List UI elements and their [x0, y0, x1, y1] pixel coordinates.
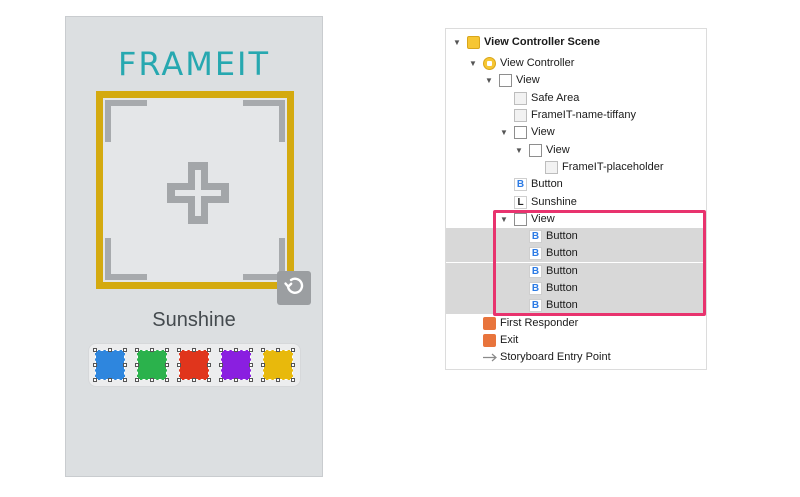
color-swatch-blue[interactable]	[93, 348, 127, 382]
arrow-right-icon	[482, 349, 498, 372]
outline-row-entry-point[interactable]: Storyboard Entry Point	[446, 349, 706, 366]
outline-row-button[interactable]: B Button	[446, 245, 706, 262]
outline-row-label: View	[531, 126, 555, 138]
outline-row-label: Button	[531, 178, 563, 190]
frame-corner-br-v	[279, 238, 285, 280]
frame-corner-tl	[105, 100, 147, 106]
outline-row-button[interactable]: B Button	[446, 228, 706, 245]
frame-name-label: Sunshine	[152, 309, 236, 331]
color-swatch-red[interactable]	[177, 348, 211, 382]
exit-icon	[483, 334, 496, 347]
button-icon: B	[529, 265, 542, 278]
outline-row-label: View Controller Scene	[484, 36, 600, 48]
outline-row-label: FrameIT-placeholder	[562, 161, 664, 173]
frame-corner-bl	[105, 274, 147, 280]
frame-corner-tl-v	[105, 100, 111, 142]
document-outline: ▼ View Controller Scene ▼ View Controlle…	[445, 28, 707, 370]
outline-row-label: Button	[546, 247, 578, 259]
outline-row-scene[interactable]: ▼ View Controller Scene	[446, 34, 706, 51]
disclosure-triangle-icon[interactable]: ▼	[515, 146, 523, 155]
outline-row-view[interactable]: ▼ View	[446, 211, 706, 228]
view-icon	[514, 126, 527, 139]
disclosure-triangle-icon[interactable]: ▼	[453, 38, 461, 47]
frame-corner-tr-v	[279, 100, 285, 142]
outline-row-label: View Controller	[500, 57, 575, 69]
outline-row-label: Button	[546, 282, 578, 294]
button-icon: B	[529, 247, 542, 260]
selection-highlight-box	[493, 210, 706, 316]
color-swatch-yellow[interactable]	[261, 348, 295, 382]
outline-row-label: First Responder	[500, 317, 579, 329]
outline-row-button[interactable]: B Button	[446, 280, 706, 297]
outline-row-label: View	[531, 213, 555, 225]
first-responder-icon	[483, 317, 496, 330]
view-icon	[514, 213, 527, 226]
view-controller-icon	[483, 57, 496, 70]
disclosure-triangle-icon[interactable]: ▼	[500, 128, 508, 137]
outline-row-view-controller[interactable]: ▼ View Controller	[446, 55, 706, 72]
safe-area-icon	[514, 92, 527, 105]
color-swatch-green[interactable]	[135, 348, 169, 382]
outline-row-button[interactable]: B Button	[446, 263, 706, 280]
button-icon: B	[529, 230, 542, 243]
outline-row-label: Safe Area	[531, 92, 580, 104]
outline-row-label: View	[516, 74, 540, 86]
outline-row-label: FrameIT-name-tiffany	[531, 109, 636, 121]
disclosure-triangle-icon[interactable]: ▼	[500, 215, 508, 224]
outline-row-button[interactable]: B Button	[446, 297, 706, 314]
outline-row-label: View	[546, 144, 570, 156]
outline-row-label: Button	[546, 265, 578, 277]
add-photo-icon[interactable]	[167, 162, 229, 224]
outline-row-label: Exit	[500, 334, 519, 346]
button-icon: B	[529, 299, 542, 312]
frame-corner-bl-v	[105, 238, 111, 280]
outline-row-button[interactable]: B Button	[446, 176, 706, 193]
view-icon	[529, 144, 542, 157]
outline-row-exit[interactable]: Exit	[446, 332, 706, 349]
disclosure-triangle-icon[interactable]: ▼	[485, 76, 493, 85]
image-view-icon	[514, 109, 527, 122]
outline-row-view[interactable]: ▼ View	[446, 142, 706, 159]
outline-row-image-view[interactable]: FrameIT-placeholder	[446, 159, 706, 176]
disclosure-triangle-icon[interactable]: ▼	[469, 59, 477, 68]
outline-row-safe-area[interactable]: Safe Area	[446, 90, 706, 107]
scene-icon	[467, 36, 480, 49]
outline-row-image-view[interactable]: FrameIT-name-tiffany	[446, 107, 706, 124]
outline-row-label: Button	[546, 230, 578, 242]
outline-row-view[interactable]: ▼ View	[446, 72, 706, 89]
storyboard-canvas: FRAMEIT Sunshine	[65, 16, 323, 477]
color-swatch-purple[interactable]	[219, 348, 253, 382]
frame-corner-tr	[243, 100, 285, 106]
outline-row-label: Sunshine	[531, 196, 577, 208]
outline-row-label-sunshine[interactable]: L Sunshine	[446, 194, 706, 211]
outline-row-view[interactable]: ▼ View	[446, 124, 706, 141]
image-view-icon	[545, 161, 558, 174]
label-icon: L	[514, 196, 527, 209]
button-icon: B	[514, 178, 527, 191]
color-swatch-bar	[88, 343, 301, 387]
photo-frame[interactable]	[96, 91, 294, 289]
rotate-left-icon	[282, 274, 306, 303]
frame-corner-br	[243, 274, 285, 280]
view-icon	[499, 74, 512, 87]
outline-row-label: Storyboard Entry Point	[500, 351, 611, 363]
button-icon: B	[529, 282, 542, 295]
outline-row-first-responder[interactable]: First Responder	[446, 315, 706, 332]
reset-button[interactable]	[277, 271, 311, 305]
outline-row-label: Button	[546, 299, 578, 311]
app-logo: FRAMEIT	[117, 45, 271, 83]
